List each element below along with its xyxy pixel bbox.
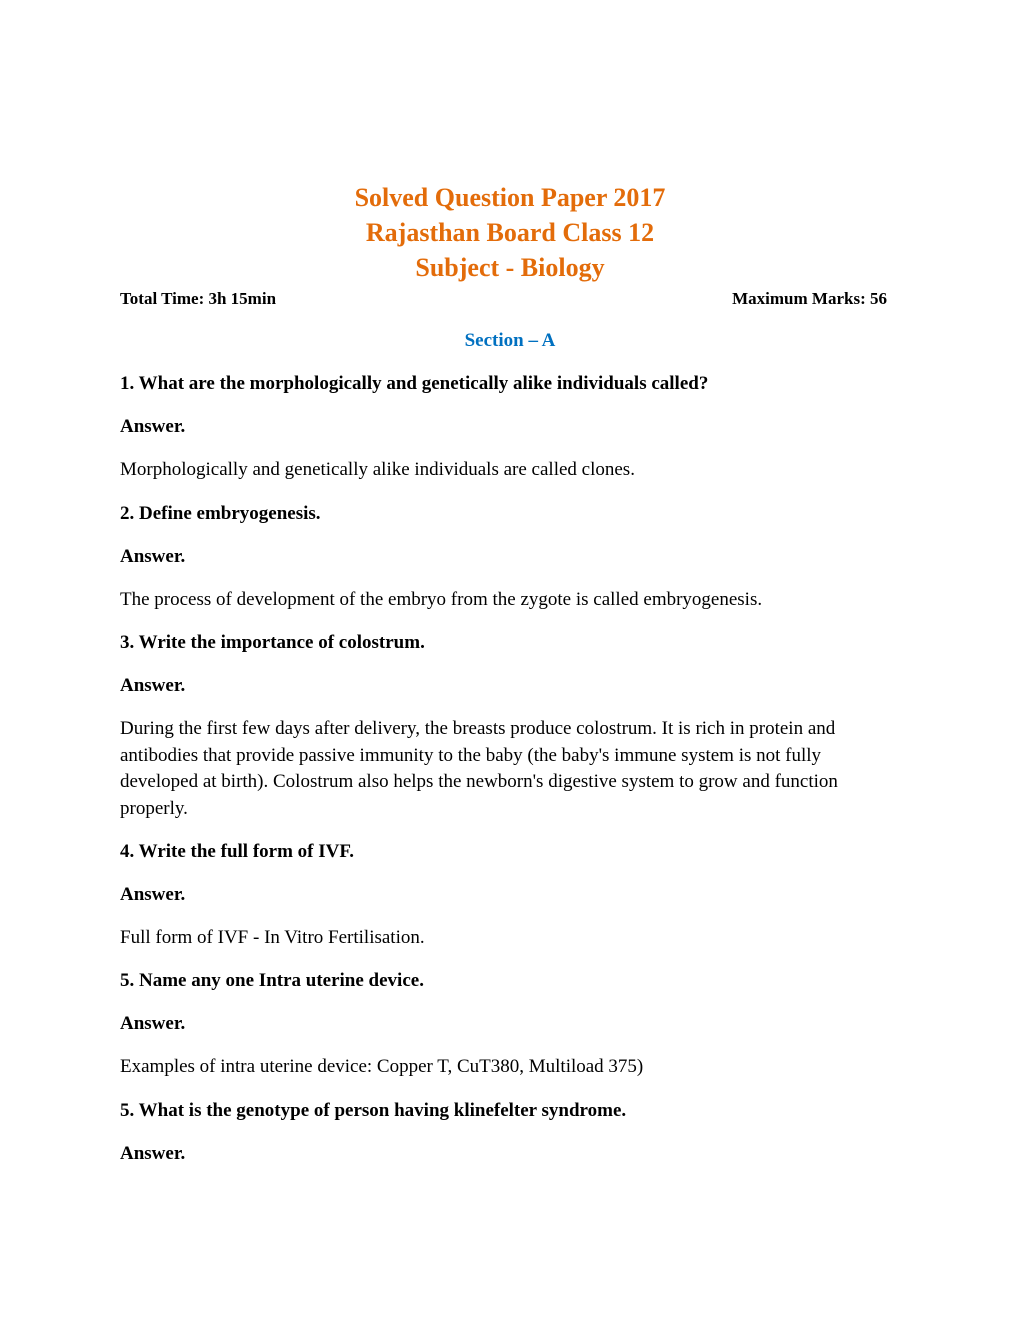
answer-label-5: Answer. (120, 1013, 186, 1034)
answer-label-1: Answer. (120, 416, 186, 437)
exam-meta-row: Total Time: 3h 15min Maximum Marks: 56 (120, 288, 887, 310)
document-title-line-3: Subject - Biology (415, 253, 605, 282)
document-title-line-1: Solved Question Paper 2017 (354, 183, 666, 212)
answer-label-4: Answer. (120, 884, 186, 905)
answer-4: Full form of IVF - In Vitro Fertilisatio… (120, 927, 425, 948)
answer-5: Examples of intra uterine device: Copper… (120, 1056, 644, 1077)
maximum-marks: Maximum Marks: 56 (732, 289, 887, 308)
question-5: 5. Name any one Intra uterine device. (120, 970, 424, 991)
question-4: 4. Write the full form of IVF. (120, 841, 354, 862)
question-2: 2. Define embryogenesis. (120, 503, 321, 524)
question-1: 1. What are the morphologically and gene… (120, 373, 709, 394)
answer-label-2: Answer. (120, 546, 186, 567)
question-6: 5. What is the genotype of person having… (120, 1100, 627, 1121)
answer-label-3: Answer. (120, 675, 186, 696)
document-title-line-2: Rajasthan Board Class 12 (365, 218, 655, 247)
total-time: Total Time: 3h 15min (120, 289, 277, 308)
question-3: 3. Write the importance of colostrum. (120, 632, 425, 653)
answer-3: During the first few days after delivery… (120, 718, 838, 819)
answer-1: Morphologically and genetically alike in… (120, 459, 635, 480)
answer-2: The process of development of the embryo… (120, 589, 763, 610)
section-heading: Section – A (464, 330, 556, 351)
answer-label-6: Answer. (120, 1143, 186, 1164)
